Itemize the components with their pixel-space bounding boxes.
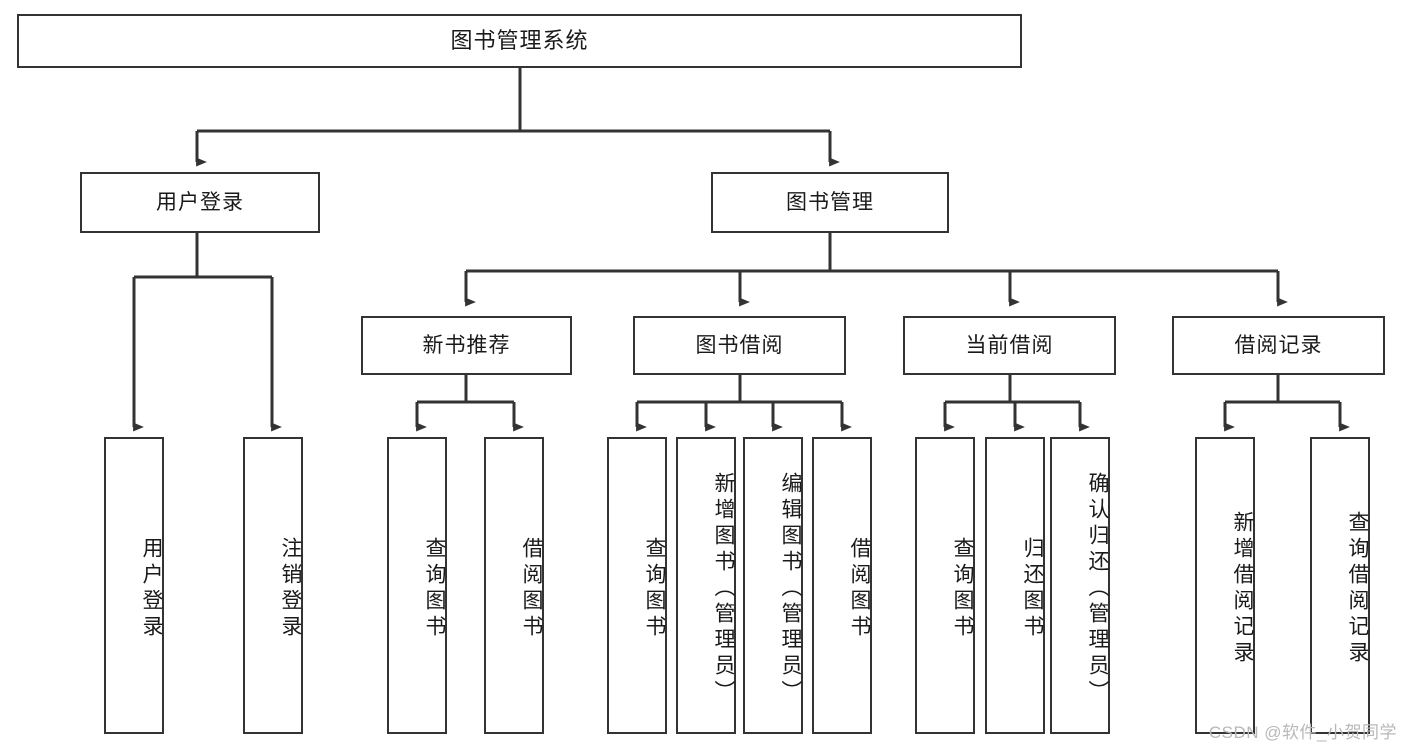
leaf-query-books-current[interactable]: 查询图书 (915, 437, 975, 734)
node-label: 归还图书 (1021, 536, 1044, 641)
node-label: 图书借阅 (695, 333, 784, 357)
leaf-user-login[interactable]: 用户登录 (104, 437, 164, 734)
node-label: 图书管理系统 (450, 27, 589, 53)
node-label: 用户登录 (140, 536, 163, 641)
leaf-edit-book-admin[interactable]: 编辑图书（管理员） (743, 437, 803, 734)
leaf-borrow-books-recommend[interactable]: 借阅图书 (484, 437, 544, 734)
watermark-text: CSDN @软件_小贺同学 (1208, 723, 1397, 742)
node-label: 借阅图书 (848, 536, 871, 641)
leaf-query-books-recommend[interactable]: 查询图书 (387, 437, 447, 734)
node-label: 查询图书 (951, 536, 974, 641)
node-root-system[interactable]: 图书管理系统 (17, 14, 1022, 68)
node-borrow-records[interactable]: 借阅记录 (1172, 316, 1385, 375)
node-label: 查询图书 (423, 536, 446, 641)
node-user-login[interactable]: 用户登录 (80, 172, 320, 233)
node-label: 编辑图书（管理员） (779, 471, 802, 706)
node-label: 新增借阅记录 (1231, 510, 1254, 667)
leaf-add-borrow-record[interactable]: 新增借阅记录 (1195, 437, 1255, 734)
node-label: 查询借阅记录 (1346, 510, 1369, 667)
leaf-return-books[interactable]: 归还图书 (985, 437, 1045, 734)
leaf-borrow-books[interactable]: 借阅图书 (812, 437, 872, 734)
node-label: 当前借阅 (965, 333, 1054, 357)
node-book-management[interactable]: 图书管理 (711, 172, 949, 233)
node-label: 新书推荐 (422, 333, 511, 357)
node-label: 借阅图书 (520, 536, 543, 641)
node-current-borrow[interactable]: 当前借阅 (903, 316, 1116, 375)
leaf-confirm-return-admin[interactable]: 确认归还（管理员） (1050, 437, 1110, 734)
node-book-borrow[interactable]: 图书借阅 (633, 316, 846, 375)
leaf-add-book-admin[interactable]: 新增图书（管理员） (676, 437, 736, 734)
leaf-logout[interactable]: 注销登录 (243, 437, 303, 734)
node-label: 借阅记录 (1234, 333, 1323, 357)
node-label: 确认归还（管理员） (1086, 471, 1109, 706)
node-label: 用户登录 (156, 190, 244, 214)
leaf-query-borrow-record[interactable]: 查询借阅记录 (1310, 437, 1370, 734)
node-new-book-recommend[interactable]: 新书推荐 (361, 316, 572, 375)
leaf-query-books-borrow[interactable]: 查询图书 (607, 437, 667, 734)
node-label: 查询图书 (643, 536, 666, 641)
node-label: 新增图书（管理员） (712, 471, 735, 706)
node-label: 图书管理 (786, 190, 874, 214)
node-label: 注销登录 (279, 536, 302, 641)
